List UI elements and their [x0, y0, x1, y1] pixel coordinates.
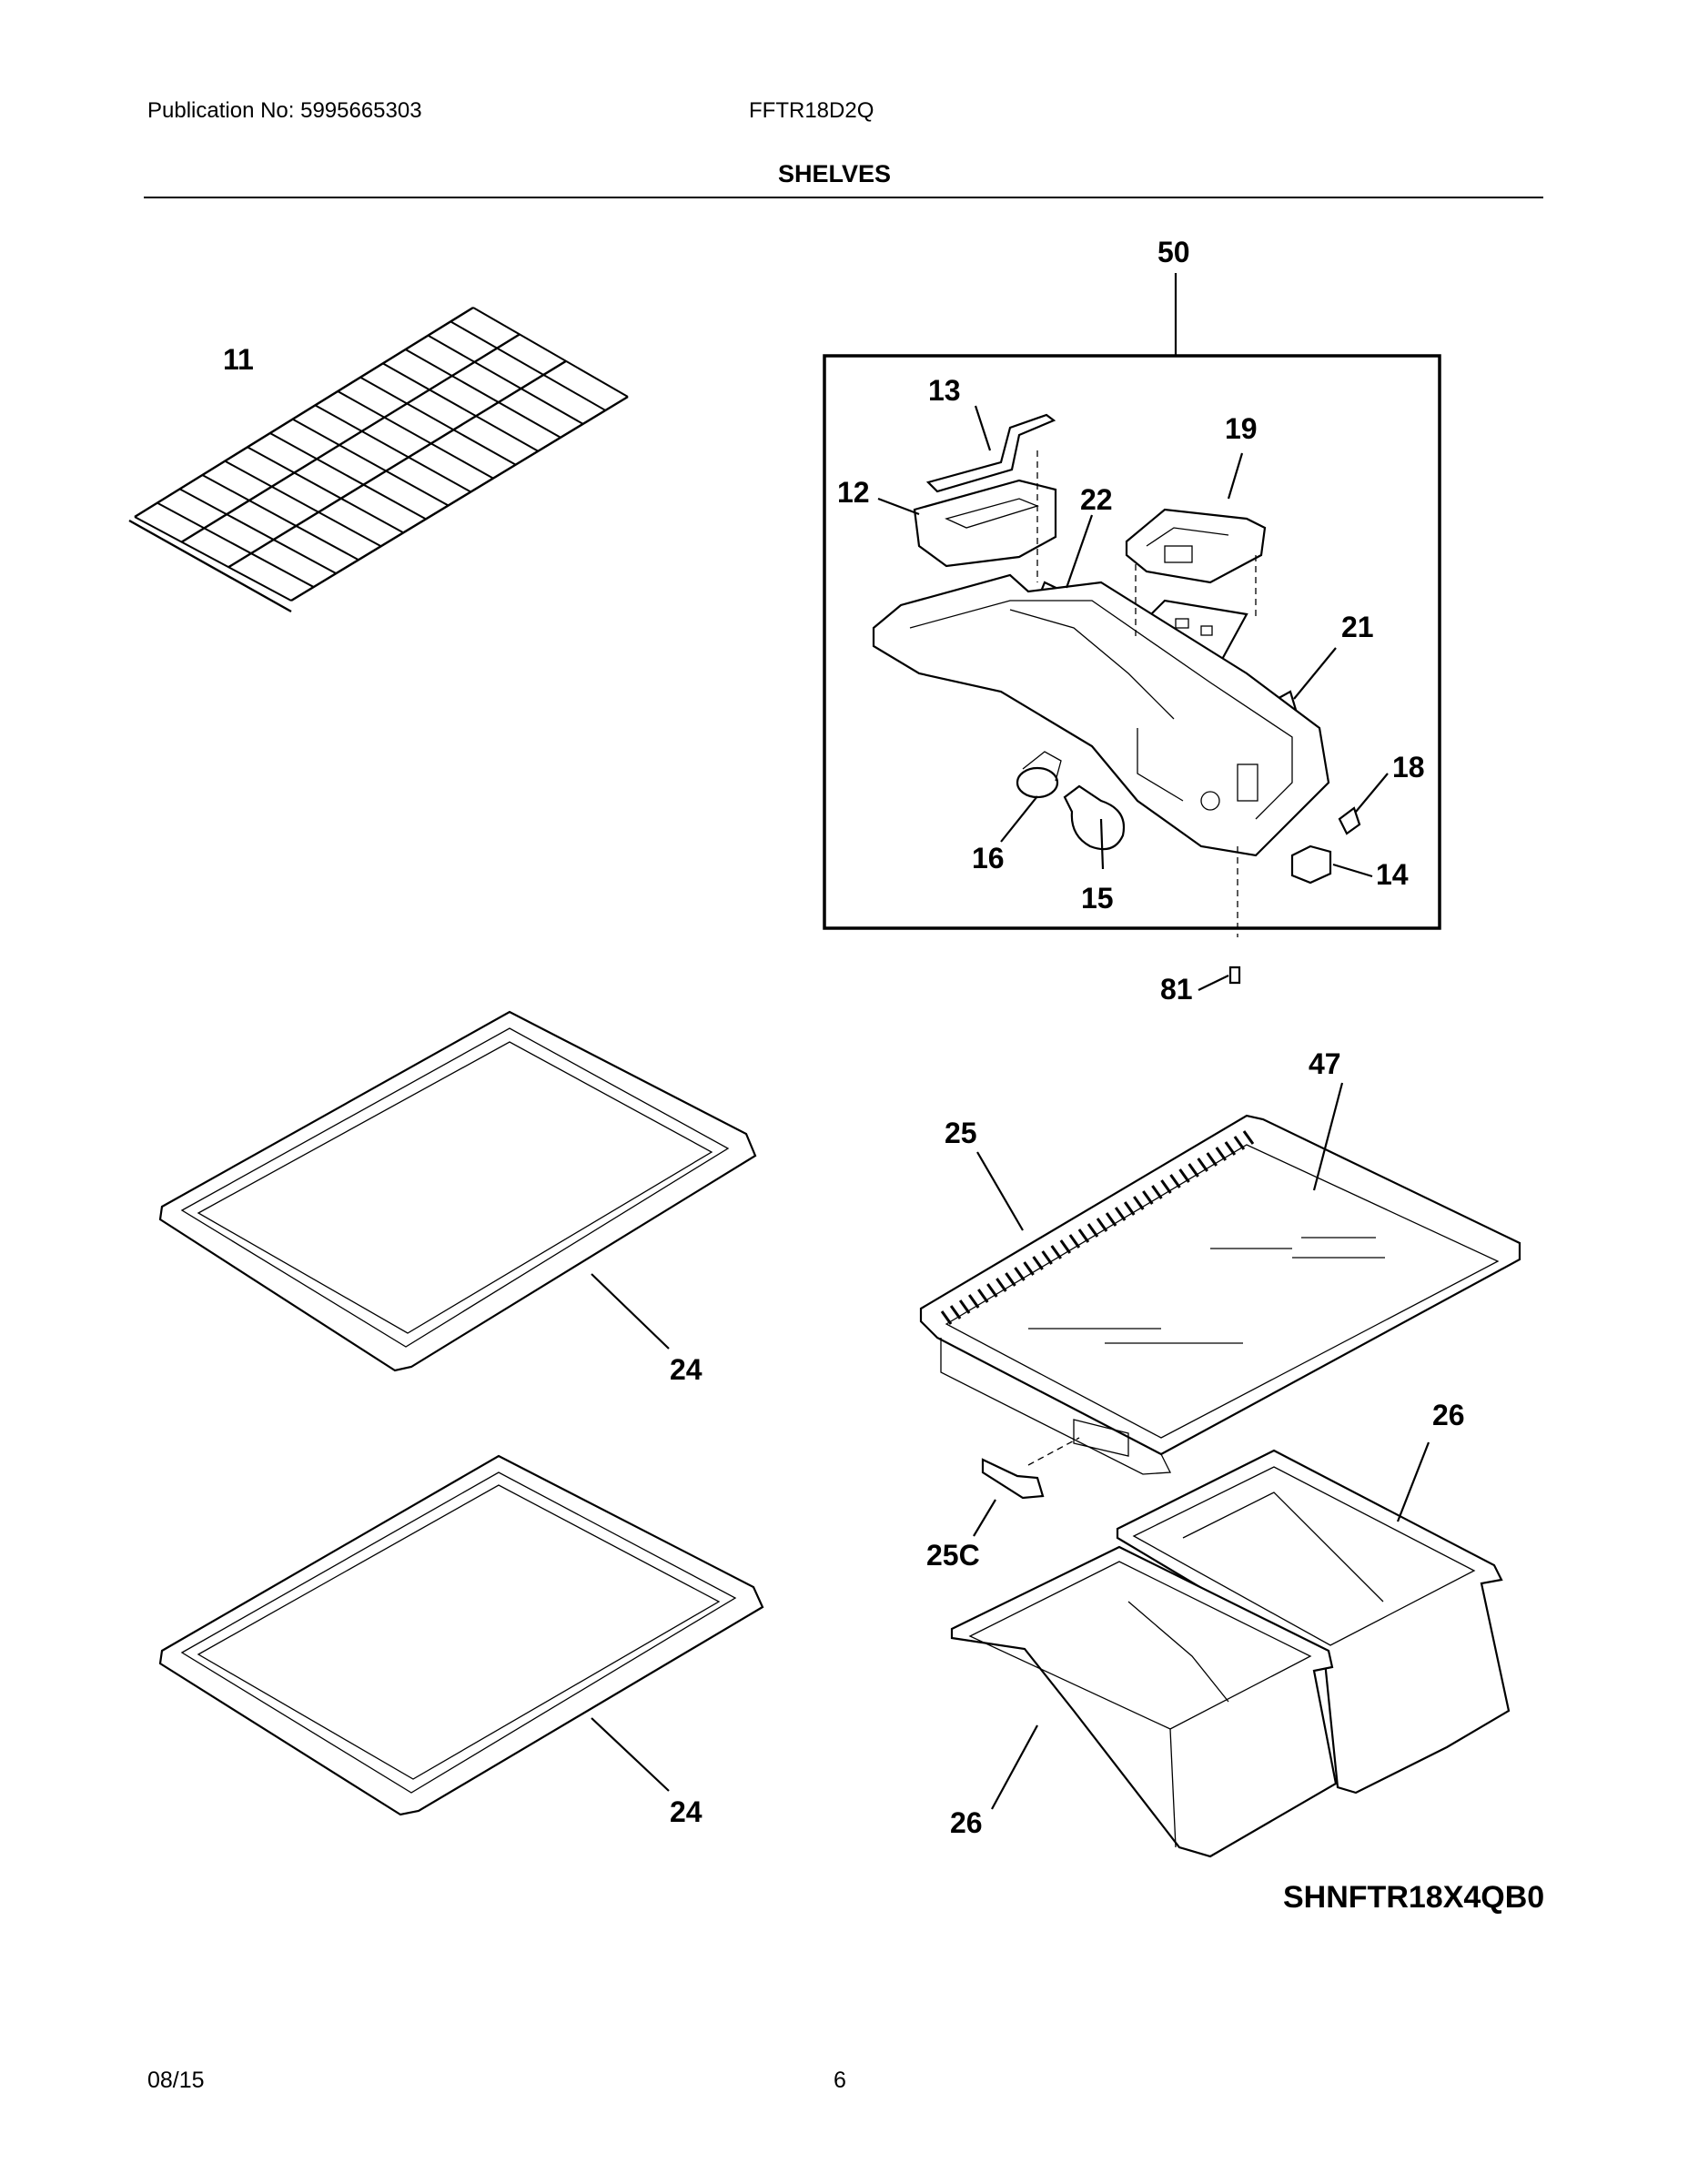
callout-26-left: 26 [950, 1806, 983, 1839]
callout-50: 50 [1157, 236, 1190, 268]
callout-19: 19 [1225, 412, 1258, 445]
bulb-part [1063, 784, 1126, 851]
diagram-code: SHNFTR18X4QB0 [1283, 1880, 1545, 1915]
callout-47: 47 [1309, 1047, 1341, 1080]
socket-part [1016, 751, 1062, 799]
callout-11: 11 [223, 343, 254, 376]
switch-part [1290, 844, 1332, 885]
publication-number: Publication No: 5995665303 [147, 98, 422, 123]
callout-15: 15 [1081, 882, 1114, 915]
callout-13: 13 [928, 374, 961, 407]
crisper-cover [919, 1082, 1521, 1475]
callout-12: 12 [837, 476, 870, 509]
callout-25: 25 [945, 1117, 977, 1149]
callout-14: 14 [1376, 858, 1409, 891]
callout-18: 18 [1392, 751, 1425, 784]
callout-22: 22 [1080, 483, 1113, 516]
callout-81: 81 [1160, 973, 1193, 1006]
callout-24-upper: 24 [670, 1353, 702, 1386]
screw-part [1198, 966, 1241, 991]
model-number: FFTR18D2Q [749, 98, 874, 123]
handle-part [925, 413, 1056, 493]
footer-date: 08/15 [147, 2068, 205, 2093]
callout-21: 21 [1341, 611, 1374, 643]
housing-part [913, 479, 1057, 568]
knob-part [1338, 806, 1361, 835]
wire-shelf [128, 306, 629, 613]
clip-part [973, 1458, 1045, 1537]
drawer-left [950, 1545, 1338, 1858]
glass-shelf-lower [158, 1454, 764, 1816]
glass-shelf-upper [158, 1010, 757, 1372]
section-title: SHELVES [778, 160, 892, 187]
header-rule [144, 197, 1543, 198]
tray-part [872, 573, 1330, 857]
light-control-assembly [823, 273, 1441, 937]
control-module-part [1125, 508, 1267, 584]
page-number: 6 [834, 2068, 846, 2093]
callout-25c: 25C [926, 1539, 980, 1572]
callout-16: 16 [972, 842, 1005, 875]
cover-vents [940, 1130, 1255, 1325]
callout-26-right: 26 [1432, 1399, 1465, 1431]
callout-24-lower: 24 [670, 1795, 702, 1828]
